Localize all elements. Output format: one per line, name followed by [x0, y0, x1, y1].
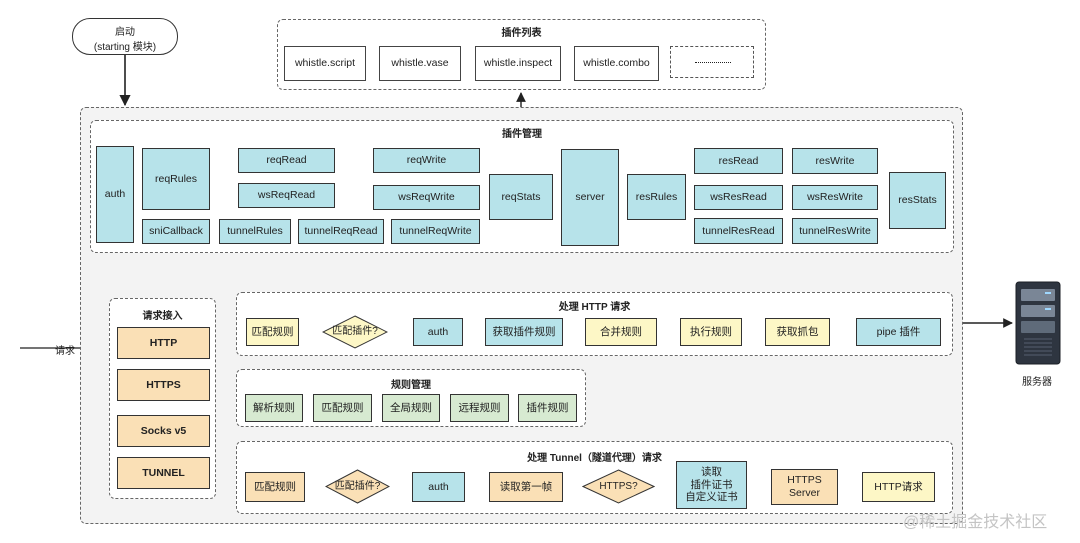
pm-resStats: resStats — [889, 172, 946, 229]
request-label: 请求 — [55, 346, 75, 357]
pm-auth: auth — [96, 146, 134, 243]
diamond-shape — [324, 469, 391, 504]
req-socks: Socks v5 — [117, 415, 210, 447]
tunnel-read-first-frame: 读取第一帧 — [489, 472, 563, 502]
rules-plugin: 插件规则 — [518, 394, 577, 422]
rules-match: 匹配规则 — [313, 394, 372, 422]
http-auth: auth — [413, 318, 463, 346]
https-server-line-2: Server — [789, 487, 820, 499]
tunnel-https-diamond: HTTPS? — [581, 469, 656, 504]
http-exec-rules: 执行规则 — [680, 318, 742, 346]
diamond-shape — [581, 469, 656, 504]
tunnel-http-request: HTTP请求 — [862, 472, 935, 502]
startup-subtitle: (starting 模块) — [93, 42, 157, 53]
req-https: HTTPS — [117, 369, 210, 401]
plugin-item-vase: whistle.vase — [379, 46, 461, 81]
http-match-plugin-diamond: 匹配插件? — [321, 315, 389, 349]
pm-reqRules: reqRules — [142, 148, 210, 210]
http-get-plugin-rules: 获取插件规则 — [485, 318, 563, 346]
http-flow-title: 处理 HTTP 请求 — [558, 302, 631, 313]
startup-title: 启动 — [115, 27, 135, 38]
pm-reqWrite: reqWrite — [373, 148, 480, 173]
pm-resRead: resRead — [694, 148, 783, 174]
tunnel-auth: auth — [412, 472, 465, 502]
pm-tunnelReqWrite: tunnelReqWrite — [391, 219, 480, 244]
cert-line-3: 自定义证书 — [685, 491, 738, 504]
watermark: @稀土掘金技术社区 — [903, 514, 1048, 531]
pm-tunnelResWrite: tunnelResWrite — [792, 218, 878, 244]
more-ellipsis — [695, 62, 731, 63]
plugin-mgmt-title: 插件管理 — [502, 129, 542, 140]
tunnel-https-label: HTTPS? — [599, 480, 638, 492]
pm-tunnelRules: tunnelRules — [219, 219, 291, 244]
pm-resWrite: resWrite — [792, 148, 878, 174]
plugin-item-inspect: whistle.inspect — [475, 46, 561, 81]
http-match-rules: 匹配规则 — [246, 318, 299, 346]
tunnel-https-server: HTTPS Server — [771, 469, 838, 505]
https-server-line-1: HTTPS — [787, 474, 822, 487]
server-rack-shape — [1015, 281, 1061, 365]
pm-sniCallback: sniCallback — [142, 219, 210, 244]
plugin-list-title: 插件列表 — [501, 28, 542, 39]
rules-mgmt-title: 规则管理 — [391, 380, 431, 391]
server-icon — [1015, 281, 1061, 365]
plugin-item-more — [670, 46, 754, 78]
http-merge-rules: 合并规则 — [585, 318, 657, 346]
pm-server: server — [561, 149, 619, 246]
pm-reqRead: reqRead — [238, 148, 335, 173]
server-label: 服务器 — [1022, 377, 1052, 388]
pm-tunnelReqRead: tunnelReqRead — [298, 219, 384, 244]
pm-resRules: resRules — [627, 174, 686, 220]
cert-line-1: 读取 — [701, 466, 722, 479]
req-http: HTTP — [117, 327, 210, 359]
pm-wsReqWrite: wsReqWrite — [373, 185, 480, 210]
tunnel-match-plugin-label: 匹配插件? — [334, 480, 381, 492]
pm-wsResRead: wsResRead — [694, 185, 783, 210]
pm-reqStats: reqStats — [489, 174, 553, 220]
request-in-title: 请求接入 — [142, 311, 183, 322]
http-match-plugin-label: 匹配插件? — [332, 326, 378, 337]
pm-tunnelResRead: tunnelResRead — [694, 218, 783, 244]
http-pipe-plugin: pipe 插件 — [856, 318, 941, 346]
diamond-shape — [321, 315, 389, 349]
plugin-item-combo: whistle.combo — [574, 46, 659, 81]
http-capture: 获取抓包 — [765, 318, 830, 346]
req-tunnel: TUNNEL — [117, 457, 210, 489]
tunnel-match-rules: 匹配规则 — [245, 472, 305, 502]
tunnel-flow-title: 处理 Tunnel（隧道代理）请求 — [527, 453, 662, 464]
rules-parse: 解析规则 — [245, 394, 303, 422]
startup-node: 启动 (starting 模块) — [72, 18, 178, 55]
tunnel-match-plugin-diamond: 匹配插件? — [324, 469, 391, 504]
plugin-item-script: whistle.script — [284, 46, 366, 81]
tunnel-read-cert: 读取 插件证书 自定义证书 — [676, 461, 747, 509]
rules-global: 全局规则 — [382, 394, 440, 422]
rules-remote: 远程规则 — [450, 394, 509, 422]
cert-line-2: 插件证书 — [690, 478, 733, 491]
pm-wsResWrite: wsResWrite — [792, 185, 878, 210]
pm-wsReqRead: wsReqRead — [238, 183, 335, 208]
